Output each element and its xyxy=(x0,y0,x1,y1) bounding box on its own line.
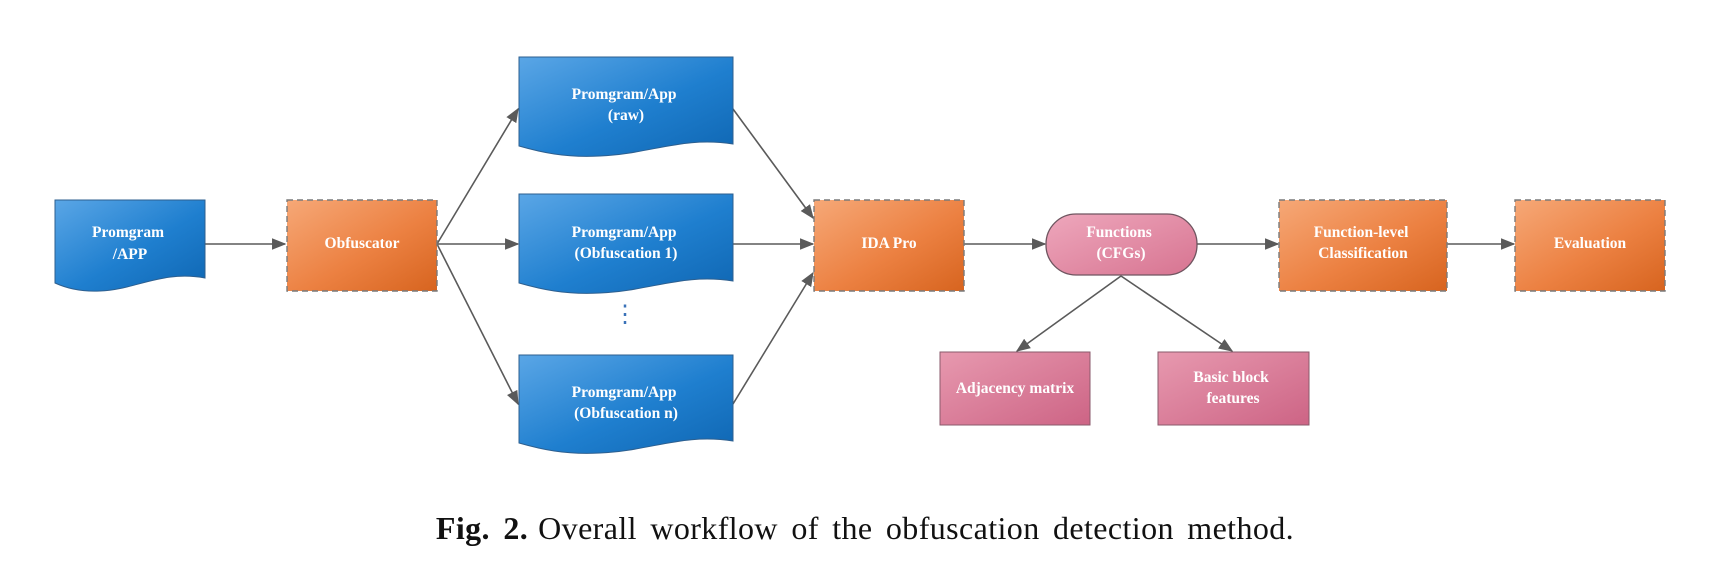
node-program-raw-label: Promgram/App (raw) xyxy=(572,86,681,124)
node-program-obfn: Promgram/App (Obfuscation n) xyxy=(518,354,734,454)
arrow-obfuscator-to-raw xyxy=(436,107,519,245)
node-function-classification-line-1: Function-level xyxy=(1314,224,1409,241)
figure-label: Fig. 2. xyxy=(435,510,529,546)
arrows xyxy=(205,107,1516,406)
figure-caption: Fig. 2.Overall workflow of the obfuscati… xyxy=(0,510,1730,547)
node-adjacency-matrix: Adjacency matrix xyxy=(939,351,1091,426)
ellipsis-icon: ⋮ xyxy=(613,302,637,328)
node-basic-block-features-line-1: Basic block xyxy=(1193,369,1269,386)
node-basic-block-features-label: Basic block features xyxy=(1193,369,1272,407)
node-program-raw: Promgram/App (raw) xyxy=(518,56,734,157)
node-evaluation-label: Evaluation xyxy=(1554,235,1627,252)
arrow-obfuscator-to-obfn xyxy=(436,243,519,406)
node-functions: Functions (CFGs) xyxy=(1045,213,1198,276)
node-obfuscator-label: Obfuscator xyxy=(325,235,400,252)
arrow-functions-to-basic-block xyxy=(1120,275,1234,352)
node-program-app-label: Promgram /APP xyxy=(92,224,168,263)
node-program-raw-line-2: (raw) xyxy=(608,107,644,124)
node-program-obfn-line-2: (Obfuscation n) xyxy=(574,405,678,422)
node-obfuscator-line-1: Obfuscator xyxy=(325,235,400,252)
node-ida-pro-line-1: IDA Pro xyxy=(861,235,917,252)
node-ida-pro-label: IDA Pro xyxy=(861,235,917,252)
node-program-obfn-line-1: Promgram/App xyxy=(572,384,677,401)
node-functions-label: Functions (CFGs) xyxy=(1086,224,1155,262)
node-program-app-line-1: Promgram xyxy=(92,224,164,241)
node-ida-pro: IDA Pro xyxy=(813,199,965,292)
node-function-classification-line-2: Classification xyxy=(1318,245,1408,262)
node-program-obf1-line-1: Promgram/App xyxy=(572,224,677,241)
node-program-raw-line-1: Promgram/App xyxy=(572,86,677,103)
node-functions-line-2: (CFGs) xyxy=(1096,245,1145,262)
workflow-diagram: Promgram /APP Obfuscator Promgram/App (r… xyxy=(54,56,1666,454)
node-functions-line-1: Functions xyxy=(1086,224,1151,241)
node-obfuscator: Obfuscator xyxy=(286,199,438,292)
node-program-app-line-2: /APP xyxy=(112,246,148,263)
figure-caption-text: Overall workflow of the obfuscation dete… xyxy=(538,510,1295,546)
node-function-classification: Function-level Classification xyxy=(1278,199,1448,292)
node-function-classification-label: Function-level Classification xyxy=(1314,224,1413,262)
node-adjacency-matrix-label: Adjacency matrix xyxy=(956,380,1075,397)
node-program-app: Promgram /APP xyxy=(54,199,206,292)
node-evaluation-line-1: Evaluation xyxy=(1554,235,1627,252)
node-program-obf1-label: Promgram/App (Obfuscation 1) xyxy=(572,224,681,262)
node-program-obf1-line-2: (Obfuscation 1) xyxy=(575,245,678,262)
node-program-obfn-label: Promgram/App (Obfuscation n) xyxy=(572,384,681,422)
node-program-obf1: Promgram/App (Obfuscation 1) xyxy=(518,193,734,294)
node-basic-block-features-line-2: features xyxy=(1206,390,1259,407)
node-adjacency-matrix-line-1: Adjacency matrix xyxy=(956,380,1075,397)
node-basic-block-features: Basic block features xyxy=(1157,351,1310,426)
arrow-obfn-to-ida xyxy=(732,271,814,405)
arrow-raw-to-ida xyxy=(732,108,814,220)
arrow-functions-to-adjacency xyxy=(1015,275,1122,352)
node-evaluation: Evaluation xyxy=(1514,199,1666,292)
